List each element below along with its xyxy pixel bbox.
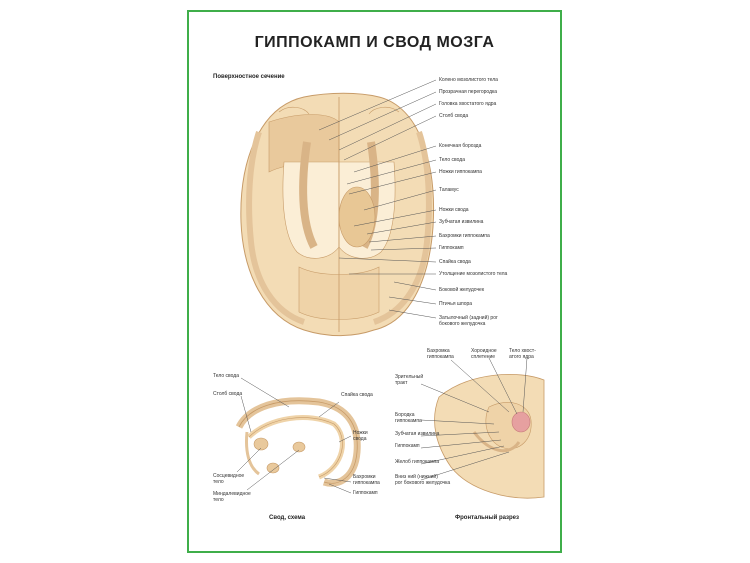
frontal-section-illustration: [434, 373, 545, 499]
label-right-zrit: Зрительный тракт: [395, 374, 424, 386]
label-right-bakhr: Бахромка гиппокампа: [427, 348, 454, 360]
label-left-sosc: Сосцевидное тело: [213, 473, 245, 485]
section-title-left: Свод, схема: [269, 515, 306, 521]
section-title-right: Фронтальный разрез: [455, 515, 519, 521]
label-talamus: Таламус: [439, 187, 459, 193]
label-spaika: Спайка свода: [439, 259, 471, 265]
label-left-mindal: Миндалевидное тело: [213, 491, 251, 503]
label-nozhki-svoda: Ножки свода: [439, 207, 469, 213]
label-left-gipp: Гиппокамп: [353, 490, 378, 496]
label-golovka: Головка хвостатого ядра: [439, 101, 497, 107]
label-bakhromki: Бахромки гиппокампа: [439, 233, 490, 239]
label-left-spaika: Спайка свода: [341, 392, 373, 398]
label-left-bakhr: Бахромки гиппокампа: [353, 474, 380, 486]
label-ptichya: Птичья шпора: [439, 301, 473, 307]
label-zatyl: Затылочный (задний) рог бокового желудоч…: [439, 315, 498, 327]
top-leader-lines: [318, 79, 437, 319]
label-right-zubch: Зубчатая извилина: [395, 431, 440, 437]
left-leader-lines: [236, 377, 352, 494]
label-bokovoi: Боковой желудочек: [439, 287, 485, 293]
fornix-scheme-illustration: [235, 397, 361, 487]
label-stolb: Столб свода: [439, 113, 469, 119]
poster-title: ГИППОКАМП И СВОД МОЗГА: [254, 34, 495, 51]
label-right-telo-hv: Тело хвост- атого ядра: [509, 348, 536, 360]
label-telo: Тело свода: [439, 157, 466, 163]
label-gippokamp: Гиппокамп: [439, 245, 464, 251]
poster-frame: ГИППОКАМП И СВОД МОЗГА Поверхностное сеч…: [187, 10, 562, 553]
label-right-nizh: Вниз ний (нижний) рог бокового желудочка: [395, 474, 451, 486]
label-left-telo: Тело свода: [213, 373, 240, 379]
label-right-boroda: Бородка гиппокампа: [395, 412, 422, 424]
label-nozhki-gipp: Ножки гиппокампа: [439, 169, 482, 175]
label-right-gipp: Гиппокамп: [395, 443, 420, 449]
label-prozr: Прозрачная перегородка: [439, 89, 498, 95]
section-title-top: Поверхностное сечение: [213, 74, 285, 80]
label-zubch: Зубчатая извилина: [439, 219, 484, 225]
anatomy-illustration: [235, 79, 545, 499]
label-right-zhelob: Желоб гиппокампа: [395, 459, 439, 465]
right-leader-lines: [420, 357, 528, 481]
label-right-horoid: Хороидное сплетение: [471, 348, 497, 360]
label-left-stolb: Столб свода: [213, 391, 243, 397]
label-konech: Конечная борозда: [439, 143, 482, 149]
label-koleno: Колено мозолистого тела: [439, 77, 498, 83]
label-utolsh: Утолщение мозолистого тела: [439, 271, 508, 277]
label-left-nozhki: Ножки свода: [353, 430, 368, 442]
